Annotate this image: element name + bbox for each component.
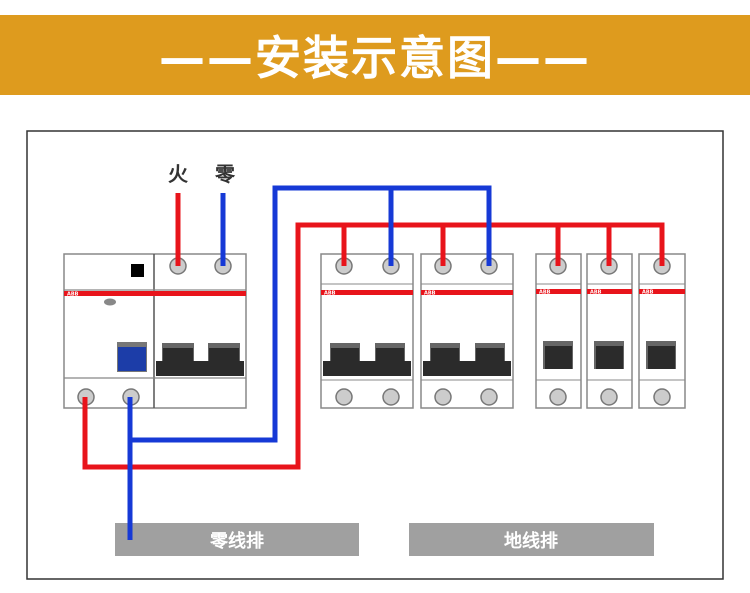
live-label: 火 — [168, 162, 189, 186]
breaker-1p-3: ABB — [638, 253, 686, 409]
breaker-1p-2: ABB — [586, 253, 633, 409]
neutral-bus-bar — [115, 523, 359, 556]
brand-label: ABB — [590, 290, 602, 296]
title-banner: ——安装示意图—— — [0, 15, 750, 95]
live-distribution-wire — [82, 222, 665, 470]
neutral-label: 零 — [214, 162, 236, 186]
neutral-distribution-wire — [127, 185, 492, 540]
brand-label: ABB — [642, 290, 654, 296]
page-title: ——安装示意图—— — [159, 31, 591, 85]
ground-bus-bar — [409, 523, 654, 556]
breaker-2p-2: ABB — [420, 253, 514, 409]
test-button — [104, 298, 116, 306]
indicator-square — [131, 264, 144, 277]
diagram-frame — [26, 130, 724, 580]
main-rcbo-breaker: ABB — [63, 253, 247, 409]
brand-label: ABB — [539, 290, 551, 296]
brand-label: ABB — [67, 292, 79, 298]
neutral-bus-bar-label: 零线排 — [209, 530, 264, 552]
brand-label: ABB — [324, 291, 336, 297]
breaker-1p-1: ABB — [535, 253, 582, 409]
brand-label: ABB — [424, 291, 436, 297]
ground-bus-bar-label: 地线排 — [504, 530, 558, 552]
breaker-2p-1: ABB — [320, 253, 414, 409]
terminals — [77, 257, 671, 406]
